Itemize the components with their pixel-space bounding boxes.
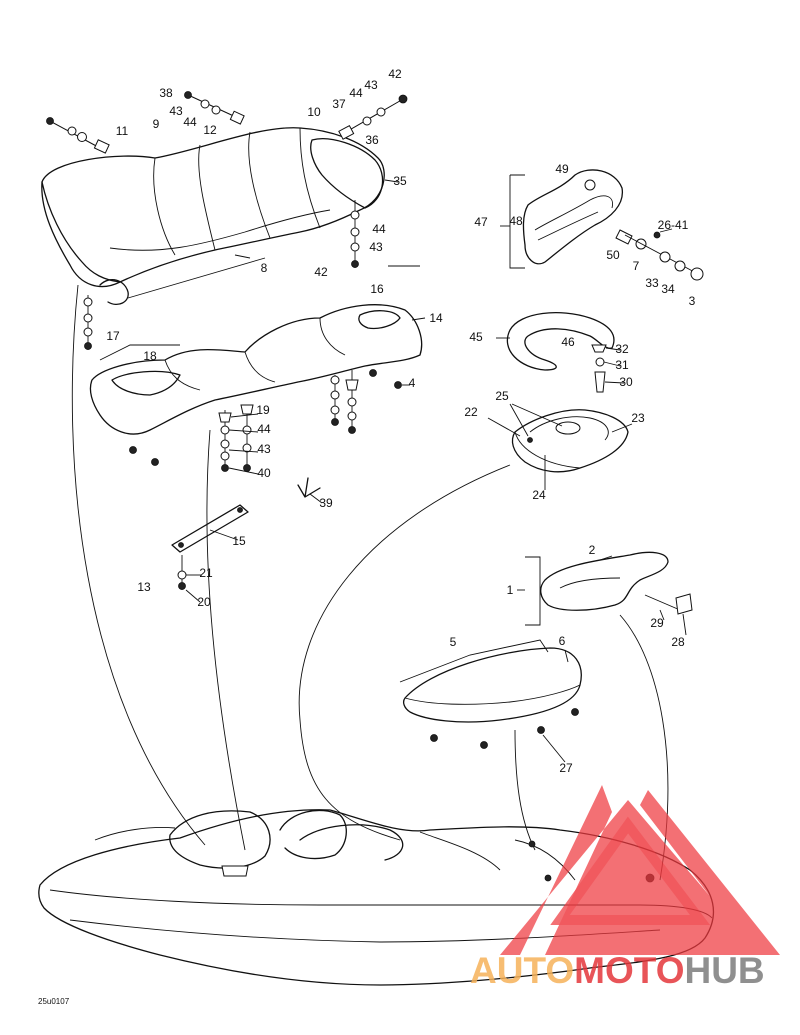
callout-27: 27	[559, 761, 573, 775]
watermark-triangle	[500, 785, 780, 955]
callout-24: 24	[532, 488, 546, 502]
callout-45: 45	[469, 330, 483, 344]
callout-38: 38	[159, 86, 173, 100]
callout-35: 35	[393, 174, 407, 188]
callout-11: 11	[116, 124, 129, 138]
svg-text:AUTOMOTOHUB: AUTOMOTOHUB	[470, 950, 765, 991]
callout-28: 28	[671, 635, 685, 649]
callout-7: 7	[633, 259, 640, 273]
callout-4: 4	[409, 376, 416, 390]
watermark-logo: AUTOMOTOHUB	[470, 785, 780, 991]
callout-1: 1	[507, 583, 514, 597]
strap-15	[171, 504, 249, 603]
callout-3: 3	[689, 294, 696, 308]
callout-5: 5	[450, 635, 457, 649]
callout-14: 14	[429, 311, 443, 325]
callout-40: 40	[257, 466, 271, 480]
callout-17: 17	[106, 329, 120, 343]
callout-16: 16	[370, 282, 384, 296]
callout-44: 44	[257, 422, 271, 436]
hardware-under-seat-base	[129, 369, 410, 475]
callout-6: 6	[559, 634, 566, 648]
callout-9: 9	[153, 117, 160, 131]
callout-44: 44	[372, 222, 386, 236]
figure-code: 25u0107	[38, 997, 70, 1006]
callout-26-41: 26-41	[658, 218, 689, 232]
leader-curves	[71, 284, 669, 881]
callout-30: 30	[619, 375, 633, 389]
hardware-top-left	[46, 91, 408, 154]
callout-44: 44	[349, 86, 363, 100]
callout-2: 2	[589, 543, 596, 557]
hardware-column-left	[83, 295, 93, 350]
callout-47: 47	[474, 215, 488, 229]
callout-39: 39	[319, 496, 333, 510]
callout-15: 15	[232, 534, 246, 548]
callout-21: 21	[199, 566, 213, 580]
grab-handle-1	[517, 551, 693, 636]
callout-48: 48	[509, 214, 523, 228]
callout-8: 8	[261, 261, 268, 275]
watermark-text-auto: AUTO	[470, 950, 574, 991]
callout-43: 43	[257, 442, 271, 456]
backrest-assembly	[500, 169, 704, 281]
callout-46: 46	[561, 335, 575, 349]
callout-12: 12	[203, 123, 217, 137]
cushion-5-6	[399, 639, 582, 763]
callout-44: 44	[183, 115, 197, 129]
callout-25: 25	[495, 389, 509, 403]
callout-43: 43	[364, 78, 378, 92]
seat-base	[89, 304, 426, 435]
callout-20: 20	[197, 595, 211, 609]
clip-39	[297, 477, 323, 504]
callout-23: 23	[631, 411, 645, 425]
callout-34: 34	[661, 282, 675, 296]
callout-36: 36	[365, 133, 379, 147]
handle-45	[496, 312, 625, 393]
watermark-text-hub: HUB	[684, 950, 764, 991]
callout-29: 29	[650, 616, 664, 630]
callout-13: 13	[137, 580, 151, 594]
callout-33: 33	[645, 276, 659, 290]
callout-50: 50	[606, 248, 620, 262]
callout-32: 32	[615, 342, 629, 356]
callout-42: 42	[314, 265, 328, 279]
callout-22: 22	[464, 405, 478, 419]
callout-49: 49	[555, 162, 569, 176]
callout-10: 10	[307, 105, 321, 119]
callout-42: 42	[388, 67, 402, 81]
watermark-text-moto: MOTO	[574, 950, 684, 991]
callout-37: 37	[332, 97, 346, 111]
hardware-column-seat	[350, 200, 360, 268]
seat-cover-assembly	[41, 127, 420, 306]
callout-19: 19	[256, 403, 270, 417]
callout-43: 43	[169, 104, 183, 118]
callout-31: 31	[615, 358, 629, 372]
watermark-triangle-inner	[550, 816, 711, 925]
callout-43: 43	[369, 240, 383, 254]
callout-18: 18	[143, 349, 157, 363]
storage-tray	[487, 403, 633, 490]
